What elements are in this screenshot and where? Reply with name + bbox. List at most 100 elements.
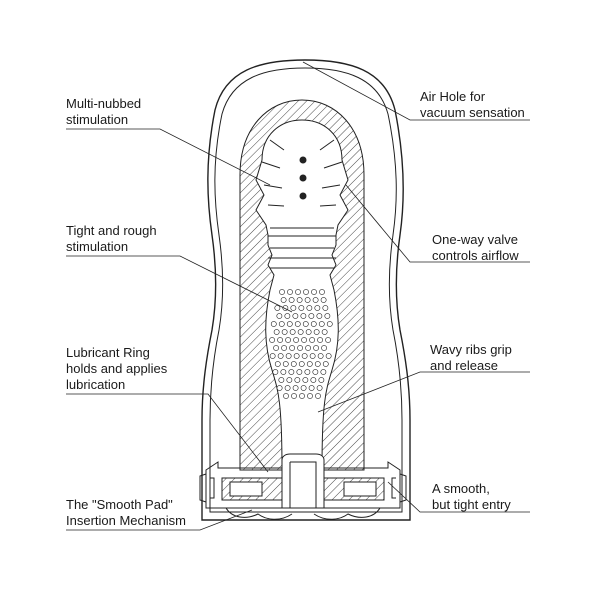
nub — [296, 369, 303, 375]
nub — [314, 305, 321, 311]
rib-bands — [268, 227, 336, 269]
top-nub-chamber — [261, 139, 343, 207]
nub — [314, 361, 321, 367]
nub — [285, 353, 292, 359]
nub — [293, 337, 299, 343]
nub — [308, 313, 315, 319]
label-air-hole: Air Hole for vacuum sensation — [420, 89, 525, 120]
leader-lines — [66, 61, 530, 531]
outer-shell-inner-line — [209, 67, 403, 513]
nub — [308, 385, 315, 391]
nub — [300, 313, 307, 319]
nub — [278, 321, 285, 327]
nub — [269, 337, 275, 343]
nub — [325, 337, 331, 343]
nub — [302, 321, 309, 327]
nub — [317, 337, 323, 343]
nub — [296, 297, 303, 303]
nub — [277, 353, 284, 359]
nub — [309, 353, 316, 359]
nub — [290, 361, 297, 367]
nub — [274, 361, 281, 367]
nub — [321, 329, 328, 335]
nub — [313, 345, 319, 351]
nub — [312, 369, 319, 375]
nub — [293, 353, 300, 359]
nub — [281, 329, 288, 335]
nub — [276, 313, 283, 319]
nub — [270, 321, 277, 327]
nub — [283, 393, 289, 399]
nub — [292, 385, 299, 391]
nub — [324, 313, 331, 319]
nub — [309, 337, 315, 343]
nub — [294, 377, 301, 383]
nub — [306, 361, 313, 367]
nub — [310, 321, 317, 327]
nub — [318, 377, 325, 383]
nub — [304, 369, 311, 375]
nub — [320, 297, 327, 303]
nub — [274, 305, 281, 311]
nub — [300, 385, 307, 391]
nub — [298, 305, 305, 311]
nub — [279, 289, 285, 295]
nub — [269, 353, 276, 359]
nub — [294, 321, 301, 327]
nub — [318, 321, 325, 327]
nub — [307, 393, 313, 399]
nub — [326, 321, 333, 327]
nub — [277, 337, 283, 343]
label-lubricant-ring: Lubricant Ring holds and applies lubrica… — [66, 345, 168, 392]
nub — [297, 345, 303, 351]
bottom-rim — [225, 507, 381, 520]
nub — [325, 353, 332, 359]
label-smooth-pad: The "Smooth Pad" Insertion Mechanism — [66, 497, 186, 528]
nub — [299, 393, 305, 399]
nub — [301, 337, 307, 343]
label-wavy-ribs: Wavy ribs grip and release — [430, 342, 512, 373]
nub-texture — [269, 289, 333, 399]
nub — [304, 297, 311, 303]
label-multi-nubbed: Multi-nubbed stimulation — [66, 96, 142, 127]
nub — [303, 289, 309, 295]
nub — [280, 297, 287, 303]
label-smooth-entry: A smooth, but tight entry — [432, 481, 511, 512]
entry-funnel — [281, 453, 325, 509]
nub — [282, 361, 289, 367]
nub — [321, 345, 327, 351]
nub — [276, 385, 283, 391]
nub — [286, 321, 293, 327]
nub — [289, 345, 295, 351]
nub — [280, 369, 287, 375]
center-dots — [299, 156, 307, 200]
nub — [320, 369, 327, 375]
nub — [272, 369, 279, 375]
pad-right — [343, 481, 377, 497]
nub — [317, 353, 324, 359]
nub — [285, 337, 291, 343]
nub — [315, 393, 321, 399]
nub — [316, 313, 323, 319]
nub — [281, 345, 287, 351]
nub — [288, 297, 295, 303]
nub — [302, 377, 309, 383]
nub — [312, 297, 319, 303]
nub — [322, 305, 329, 311]
nub — [298, 361, 305, 367]
entry-inner — [289, 461, 317, 508]
nub — [278, 377, 285, 383]
nub — [305, 329, 312, 335]
label-one-way-valve: One-way valve controls airflow — [432, 232, 519, 263]
inner-canal — [255, 119, 349, 471]
nub — [301, 353, 308, 359]
nub — [305, 345, 311, 351]
side-clip-left — [199, 473, 215, 503]
nub — [295, 289, 301, 295]
base-housing — [205, 461, 401, 509]
nub — [313, 329, 320, 335]
nub — [291, 393, 297, 399]
nub — [288, 369, 295, 375]
nub — [290, 305, 297, 311]
